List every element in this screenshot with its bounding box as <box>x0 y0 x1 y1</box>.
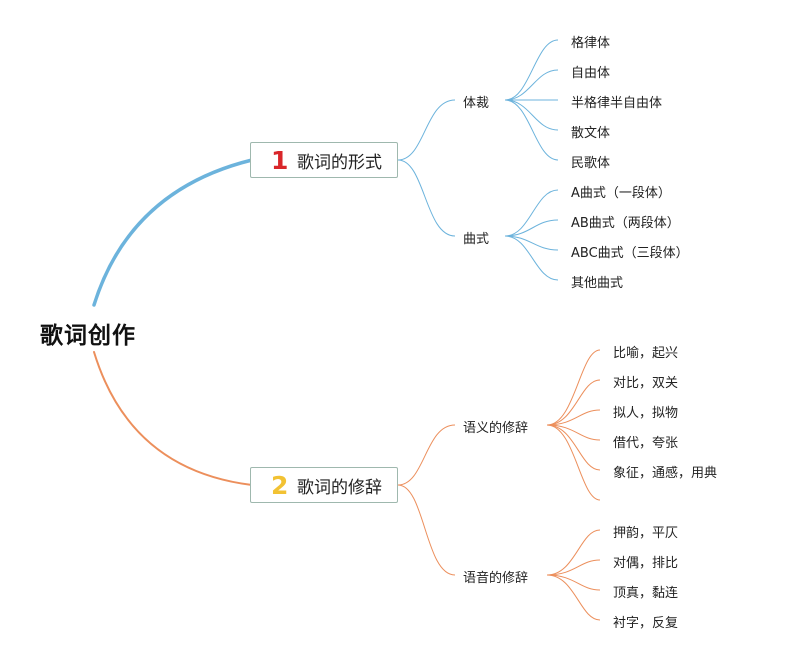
connector-root-branch-1 <box>92 158 254 307</box>
leaf-gelvti[interactable]: 格律体 <box>571 36 611 51</box>
connectors-sub-tici <box>504 39 559 161</box>
subtopic-qushi[interactable]: 曲式 <box>463 232 490 247</box>
leaf-chenzi[interactable]: 衬字，反复 <box>613 616 679 631</box>
subtopic-yuyi-xiuci[interactable]: 语义的修辞 <box>463 421 529 436</box>
branch-2-box[interactable]: 2 歌词的修辞 <box>250 467 398 503</box>
leaf-a-qushi[interactable]: A曲式（一段体） <box>571 186 671 201</box>
branch-1-label: 歌词的形式 <box>297 152 382 173</box>
leaf-abc-qushi[interactable]: ABC曲式（三段体） <box>571 246 689 261</box>
leaf-duiou[interactable]: 对偶，排比 <box>613 556 679 571</box>
branch-1-box[interactable]: 1 歌词的形式 <box>250 142 398 178</box>
connectors-sub-yuyi <box>546 349 601 501</box>
leaf-duibi[interactable]: 对比，双关 <box>613 376 679 391</box>
leaf-bangelv[interactable]: 半格律半自由体 <box>571 96 663 111</box>
branch-1-number: 1 <box>271 145 289 175</box>
root-topic[interactable]: 歌词创作 <box>40 323 136 349</box>
subtopic-tici[interactable]: 体裁 <box>463 96 490 111</box>
leaf-niren[interactable]: 拟人，拟物 <box>613 406 679 421</box>
connector-branch-1-sub-1 <box>397 99 456 161</box>
leaf-jiedai[interactable]: 借代，夸张 <box>613 436 679 451</box>
connector-root-branch-2 <box>93 351 253 486</box>
subtopic-yuyin-xiuci[interactable]: 语音的修辞 <box>463 571 529 586</box>
leaf-mingeti[interactable]: 民歌体 <box>571 156 611 171</box>
leaf-yayun[interactable]: 押韵，平仄 <box>613 526 679 541</box>
leaf-sanwenti[interactable]: 散文体 <box>571 126 611 141</box>
leaf-dingzhen[interactable]: 顶真，黏连 <box>613 586 679 601</box>
connector-branch-2-sub-2 <box>397 484 456 576</box>
connector-branch-1-sub-2 <box>397 159 456 237</box>
connectors-sub-qushi <box>504 189 559 281</box>
leaf-qita-qushi[interactable]: 其他曲式 <box>571 276 624 291</box>
leaf-ab-qushi[interactable]: AB曲式（两段体） <box>571 216 680 231</box>
leaf-biyu[interactable]: 比喻，起兴 <box>613 346 679 361</box>
leaf-xiangzheng[interactable]: 象征，通感，用典 <box>613 466 718 481</box>
branch-2-number: 2 <box>271 470 289 500</box>
connector-branch-2-sub-1 <box>397 424 456 486</box>
connectors-sub-yuyin <box>546 529 601 621</box>
branch-2-label: 歌词的修辞 <box>297 477 382 498</box>
leaf-ziyouti[interactable]: 自由体 <box>571 66 611 81</box>
